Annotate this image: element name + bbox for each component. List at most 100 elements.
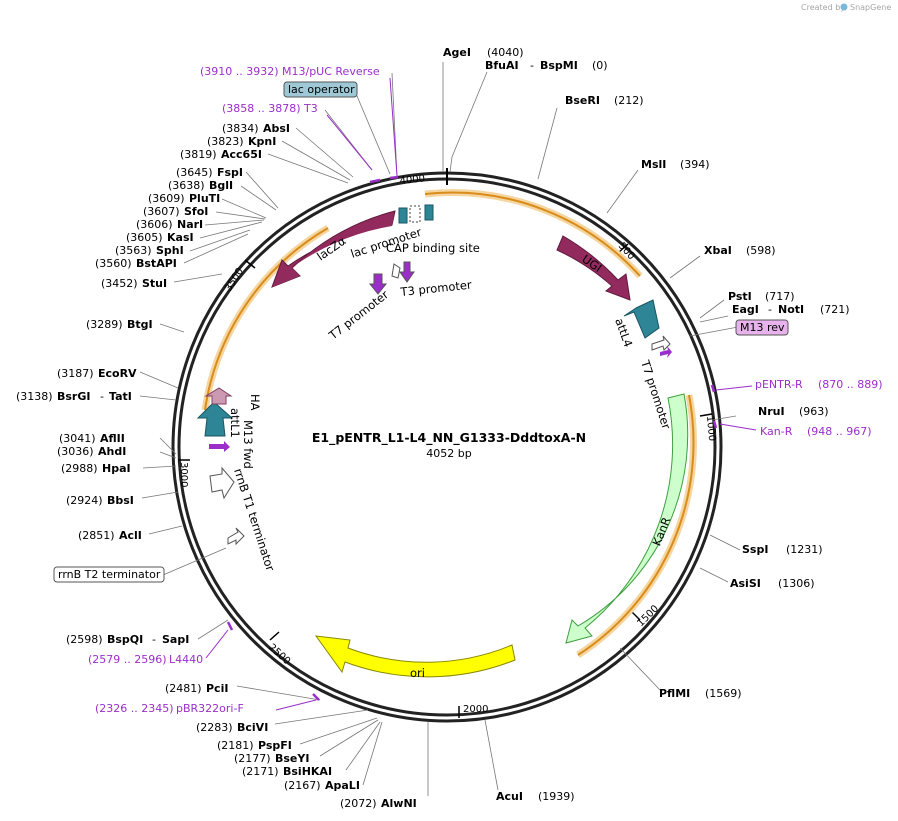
tick-3500 [244, 259, 256, 269]
enzyme-ahdi-pos: (3036) [57, 445, 94, 458]
attl1-arrow [196, 401, 234, 437]
enzyme-bsrgi-pos: (3138) [16, 390, 53, 403]
enzyme-pspfi-pos: (2181) [217, 739, 254, 752]
leader-lines [139, 62, 741, 796]
enzyme-pflmi-pos: (1569) [705, 687, 742, 700]
ori-arrow [314, 635, 516, 678]
tick-1000 [699, 413, 713, 417]
enzyme-aflii-pos: (3041) [59, 432, 96, 445]
credit-text: Created by [801, 3, 845, 12]
enzyme-bsihkai: BsiHKAI [283, 765, 332, 778]
lac-operator-label: lac operator [288, 83, 355, 96]
rrnb-t1-terminator-glyph [209, 466, 235, 500]
orf-arc-lacz [204, 227, 329, 411]
enzyme-sspi: SspI [742, 543, 768, 556]
enzyme-hpai: HpaI [102, 462, 131, 475]
enzyme-sapi: SapI [162, 633, 189, 646]
m13-rev-tag [735, 319, 789, 336]
orf-arc-ugi [424, 191, 641, 277]
ori-label: ori [410, 666, 425, 680]
t3-promoter-glyph [399, 261, 415, 283]
enzyme-acli: AclI [119, 529, 142, 542]
enzyme-bsihkai-pos: (2171) [242, 765, 279, 778]
enzyme-msli: MslI [641, 158, 666, 171]
enzyme-bseri-pos: (212) [614, 94, 644, 107]
enzyme-tati: TatI [109, 390, 132, 403]
tick-2500 [269, 631, 280, 641]
enzyme-bstapi: BstAPI [136, 257, 177, 270]
enzyme-xbai-pos: (598) [746, 244, 776, 257]
attl1-label: attL1 [228, 408, 242, 438]
enzyme-bfuai: BfuAI [485, 59, 519, 72]
enzyme-labels: AgeI (4040) BfuAI - BspMI (0) BseRI (212… [16, 46, 850, 810]
enzyme-alwni: AlwNI [381, 797, 417, 810]
enzyme-acui-pos: (1939) [538, 790, 575, 803]
enzyme-absi: AbsI [263, 122, 290, 135]
primer-pbr322-range: (2326 .. 2345) [95, 702, 174, 715]
enzyme-sphi: SphI [156, 244, 184, 257]
ugi-arrow [556, 235, 631, 301]
attl4-label: attL4 [612, 316, 635, 349]
primer-l4440-name: L4440 [169, 653, 203, 666]
enzyme-bgli: BglI [209, 179, 233, 192]
enzyme-dash: - [530, 59, 534, 72]
enzyme-dash3: - [152, 633, 156, 646]
enzyme-pluti-pos: (3609) [148, 192, 185, 205]
t3-promoter-label: T3 promoter [399, 278, 473, 300]
m13-rev-glyph [660, 346, 672, 358]
enzyme-kasi-pos: (3605) [126, 231, 163, 244]
enzyme-asisi-pos: (1306) [778, 577, 815, 590]
plasmid-title: E1_pENTR_L1-L4_NN_G1333-DddtoxA-N 4052 b… [312, 430, 586, 460]
primer-m13puc-range: (3910 .. 3932) [200, 65, 279, 78]
enzyme-acc65i-pos: (3819) [180, 148, 217, 161]
enzyme-bseri: BseRI [565, 94, 600, 107]
enzyme-asisi: AsiSI [730, 577, 761, 590]
enzyme-pspfi: PspFI [258, 739, 292, 752]
enzyme-sfoi: SfoI [184, 205, 208, 218]
primer-pentr-r-name: pENTR-R [755, 378, 803, 391]
enzyme-msli-pos: (394) [680, 158, 710, 171]
enzyme-bbsi: BbsI [107, 494, 134, 507]
primer-kan-r-range: (948 .. 967) [807, 425, 872, 438]
enzyme-bspmi: BspMI [540, 59, 578, 72]
enzyme-absi-pos: (3834) [222, 122, 259, 135]
enzyme-alwni-pos: (2072) [340, 797, 377, 810]
cap-site-label: CAP binding site [386, 241, 480, 255]
primer-pentr-r-range: (870 .. 889) [818, 378, 883, 391]
enzyme-stui: StuI [142, 277, 167, 290]
rrnb-t2-terminator-glyph [227, 527, 245, 546]
enzyme-bstapi-pos: (3560) [95, 257, 132, 270]
kanr-arrow [565, 393, 689, 644]
enzyme-xbai: XbaI [704, 244, 732, 257]
enzyme-pcii-pos: (2481) [165, 682, 202, 695]
enzyme-nari: NarI [177, 218, 203, 231]
enzyme-eagi-pos: (721) [820, 303, 850, 316]
primer-pbr322-name: pBR322ori-F [176, 702, 244, 715]
enzyme-ecorv-pos: (3187) [57, 367, 94, 380]
enzyme-bseyi: BseYI [275, 752, 309, 765]
promoter-outline-glyph [391, 263, 401, 279]
primer-t3-range: (3858 .. 3878) [222, 102, 301, 115]
primer-t3-name: T3 [303, 102, 318, 115]
enzyme-kpni: KpnI [248, 135, 276, 148]
enzyme-bbsi-pos: (2924) [66, 494, 103, 507]
enzyme-pcii: PciI [206, 682, 228, 695]
enzyme-bcivi: BciVI [237, 721, 268, 734]
enzyme-sphi-pos: (3563) [115, 244, 152, 257]
lac-operator-box [409, 205, 421, 223]
snapgene-logo-icon [840, 3, 848, 11]
brand-text: SnapGene [850, 3, 891, 12]
attl4-arrow [623, 299, 660, 339]
ha-label: HA [248, 394, 262, 411]
enzyme-acui: AcuI [496, 790, 523, 803]
m13-fwd-primer-glyph [209, 441, 230, 452]
enzyme-dash4: - [100, 390, 104, 403]
t7-promoter-top-label: T7 promoter [325, 287, 391, 343]
primer-kan-r-name: Kan-R [760, 425, 793, 438]
enzyme-ahdi: AhdI [98, 445, 126, 458]
orf-arcs [201, 189, 697, 658]
t7-promoter-right-label: T7 promoter [638, 358, 674, 431]
orf-arc-kanr [577, 394, 695, 656]
enzyme-btgi: BtgI [127, 318, 153, 331]
